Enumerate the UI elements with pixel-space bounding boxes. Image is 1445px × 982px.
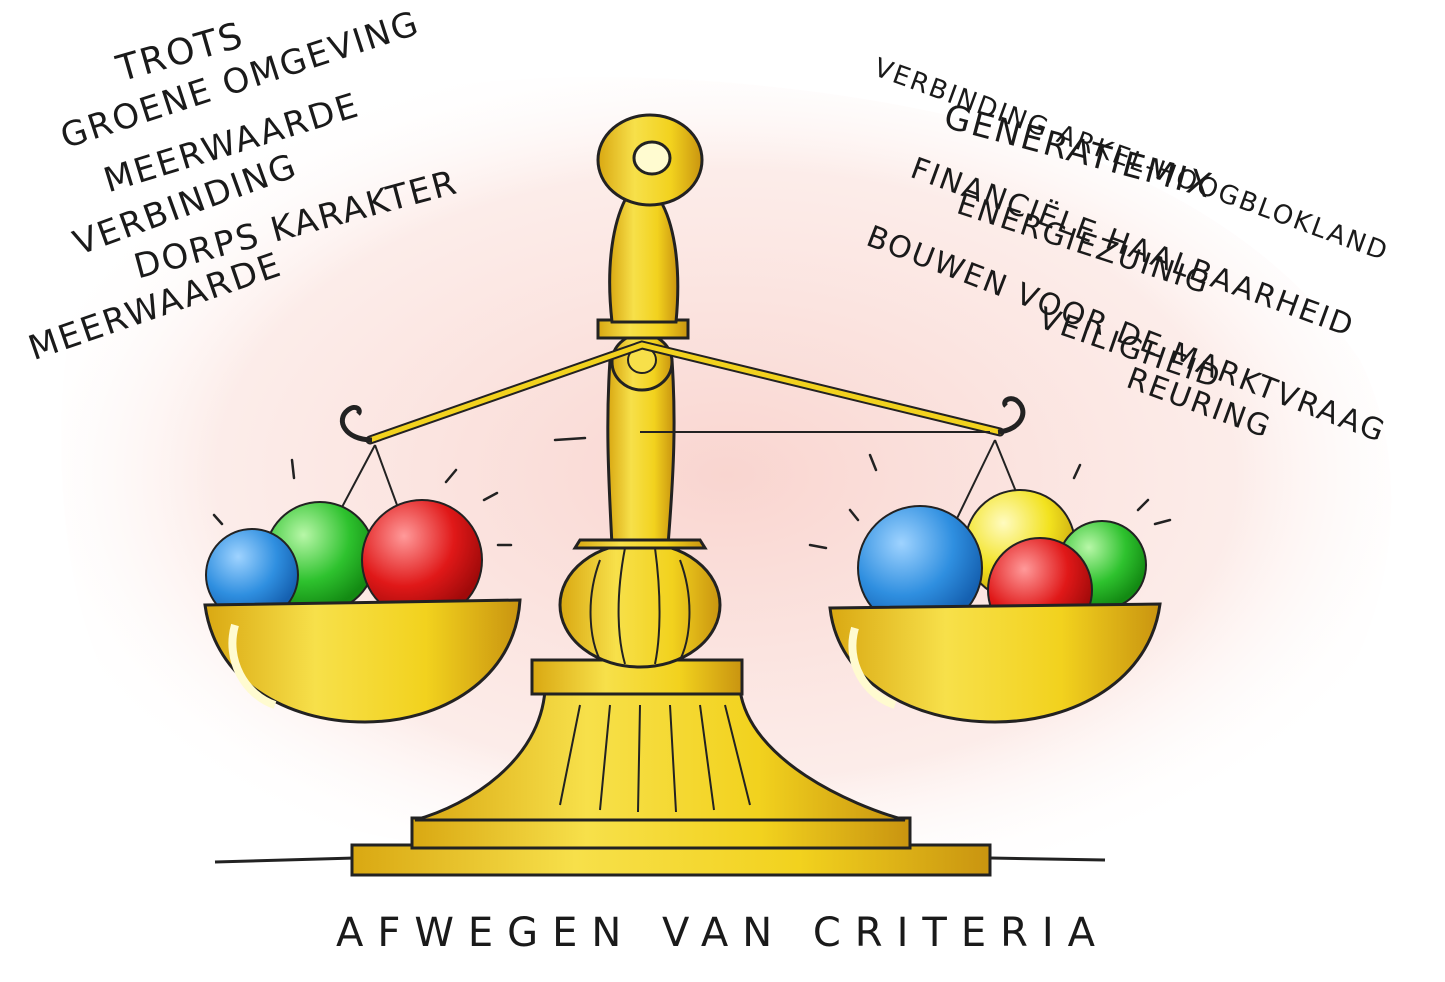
caption: AFWEGEN VAN CRITERIA	[335, 910, 1110, 956]
